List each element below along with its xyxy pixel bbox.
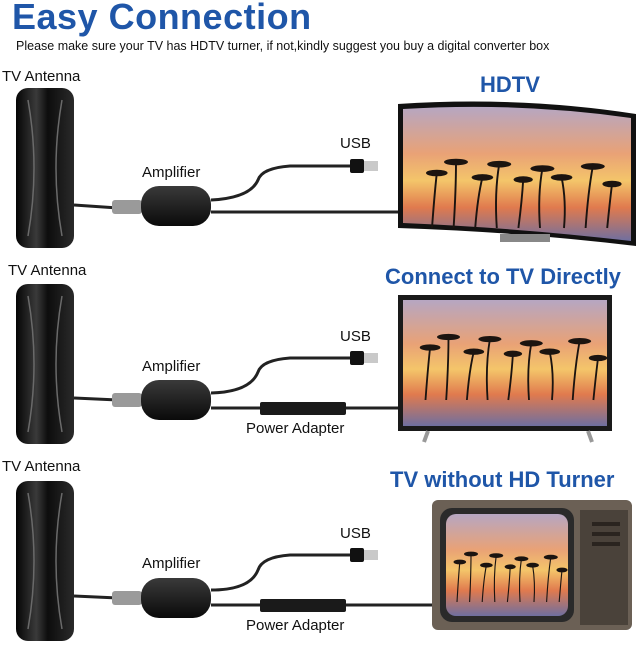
amplifier-label: Amplifier — [142, 164, 201, 181]
tv-title: HDTV — [480, 72, 540, 97]
power-adapter-label: Power Adapter — [246, 617, 345, 634]
usb-plug — [350, 159, 364, 173]
antenna — [16, 284, 74, 444]
antenna-label: TV Antenna — [2, 68, 81, 85]
amplifier-box — [141, 578, 211, 618]
panel-crt — [16, 481, 632, 641]
coax-connector — [112, 393, 142, 407]
antenna — [16, 88, 74, 248]
amplifier-box — [141, 186, 211, 226]
antenna — [16, 481, 74, 641]
coax-connector — [112, 200, 142, 214]
usb-plug — [350, 351, 364, 365]
usb-label: USB — [340, 328, 371, 345]
usb-label: USB — [340, 525, 371, 542]
usb-label: USB — [340, 135, 371, 152]
coax-connector — [112, 591, 142, 605]
power-adapter-box — [260, 599, 346, 612]
page-title: Easy Connection — [12, 0, 312, 37]
panel-hdtv — [16, 88, 636, 248]
power-adapter-box — [260, 402, 346, 415]
usb-plug — [350, 548, 364, 562]
amplifier-box — [141, 380, 211, 420]
amplifier-label: Amplifier — [142, 555, 201, 572]
panel-direct — [16, 284, 612, 444]
tv-screen — [398, 295, 612, 443]
amplifier-label: Amplifier — [142, 358, 201, 375]
page-subtitle: Please make sure your TV has HDTV turner… — [16, 39, 550, 53]
hdtv-screen — [398, 101, 636, 247]
power-adapter-label: Power Adapter — [246, 420, 345, 437]
tv-title: TV without HD Turner — [390, 467, 615, 492]
crt-tv — [432, 500, 632, 630]
antenna-label: TV Antenna — [2, 458, 81, 475]
antenna-label: TV Antenna — [8, 262, 87, 279]
tv-title: Connect to TV Directly — [385, 264, 621, 289]
